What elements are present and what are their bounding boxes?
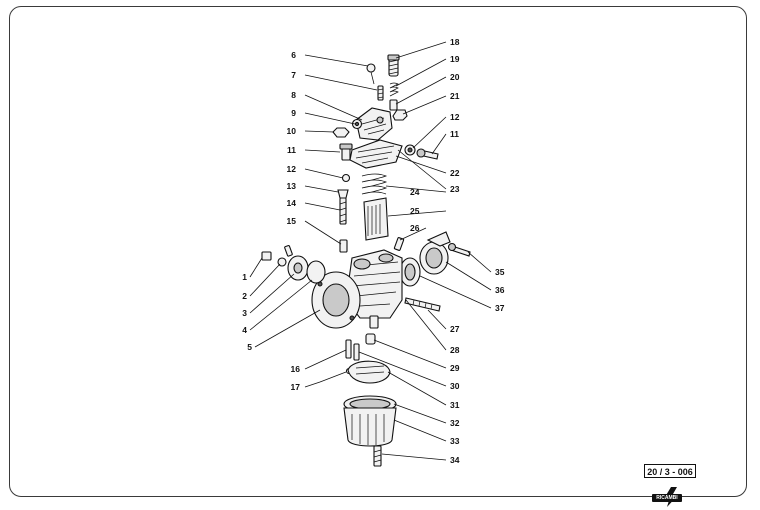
leader-lines: [249, 41, 492, 461]
part-slide-25: [363, 197, 389, 241]
callout-5: 5: [247, 342, 252, 352]
part-washer-12-left: [341, 173, 351, 183]
callout-21: 21: [450, 91, 460, 101]
callout-36: 36: [495, 285, 505, 295]
part-pin-17: [319, 367, 353, 383]
callout-18: 18: [450, 37, 460, 47]
callout-27: 27: [450, 324, 460, 334]
part-screw-27: [404, 297, 441, 312]
callout-3: 3: [242, 308, 247, 318]
callout-14: 14: [287, 198, 297, 208]
part-screw-35: [447, 242, 471, 257]
part-cover-8: [355, 107, 393, 141]
callout-34: 34: [450, 455, 460, 465]
part-screw-7: [377, 85, 384, 101]
part-plate-22: [349, 139, 403, 169]
callout-17: 17: [291, 382, 301, 392]
callout-10: 10: [287, 126, 297, 136]
part-screw-20: [389, 99, 398, 111]
callout-24: 24: [410, 187, 420, 197]
callout-35: 35: [495, 267, 505, 277]
part-bolt-11-left: [339, 143, 353, 161]
callout-12: 12: [287, 164, 297, 174]
callout-30: 30: [450, 381, 460, 391]
callouts-left: 6 7 8 9 10 11 12 13 14 15 1 2 3 4 5 16 1…: [242, 50, 300, 392]
callout-32: 32: [450, 418, 460, 428]
callout-2: 2: [242, 291, 247, 301]
callout-9: 9: [291, 108, 296, 118]
part-wire-6: [366, 63, 376, 85]
part-gasket-4: [306, 260, 326, 284]
part-nut-9: [351, 118, 363, 130]
callout-37: 37: [495, 303, 505, 313]
part-jet-15: [339, 239, 348, 253]
part-ring-37: [399, 257, 421, 287]
part-needle-13: [337, 189, 349, 225]
reference-code-box: 20 / 3 - 006: [644, 464, 696, 478]
callout-29: 29: [450, 363, 460, 373]
callout-1: 1: [242, 272, 247, 282]
callout-28: 28: [450, 345, 460, 355]
callout-31: 31: [450, 400, 460, 410]
callout-23: 23: [450, 184, 460, 194]
part-screw-1: [261, 251, 272, 261]
callout-6: 6: [291, 50, 296, 60]
callout-25: 25: [410, 206, 420, 216]
callout-7: 7: [291, 70, 296, 80]
parts-group: [261, 54, 471, 467]
part-valve-30: [353, 343, 360, 361]
part-bolt-11-right: [416, 148, 439, 160]
callout-13: 13: [287, 181, 297, 191]
part-diaphragm-3: [284, 245, 309, 281]
callout-15: 15: [287, 216, 297, 226]
part-clamp-36: [419, 231, 451, 275]
part-nozzle-29: [365, 333, 376, 345]
part-pin-16: [345, 339, 352, 359]
callout-20: 20: [450, 72, 460, 82]
part-bowl-33: [343, 407, 397, 447]
callout-11: 11: [287, 145, 296, 155]
callout-12-r: 12: [450, 112, 460, 122]
callout-19: 19: [450, 54, 460, 64]
callout-11-r: 11: [450, 129, 459, 139]
callout-16: 16: [291, 364, 301, 374]
drawing-frame: [9, 6, 747, 497]
part-flange-5: [311, 271, 361, 329]
part-spring-19: [389, 82, 399, 97]
callout-26: 26: [410, 223, 420, 233]
part-screw-34: [373, 445, 382, 467]
brand-logo-text: RICAMBI: [652, 494, 682, 502]
part-washer-12-right: [404, 144, 416, 156]
part-nut-10: [332, 127, 350, 138]
part-spring-24: [361, 173, 388, 195]
callout-8: 8: [291, 90, 296, 100]
callout-33: 33: [450, 436, 460, 446]
part-screw-18: [387, 54, 400, 77]
part-screw-26: [393, 237, 405, 251]
callout-22: 22: [450, 168, 460, 178]
part-float-31: [347, 360, 391, 384]
part-nut-21: [392, 109, 408, 121]
callout-4: 4: [242, 325, 247, 335]
callouts-right: 18 19 20 21 12 11 22 23 24 25 26 35 36 3…: [410, 37, 505, 465]
